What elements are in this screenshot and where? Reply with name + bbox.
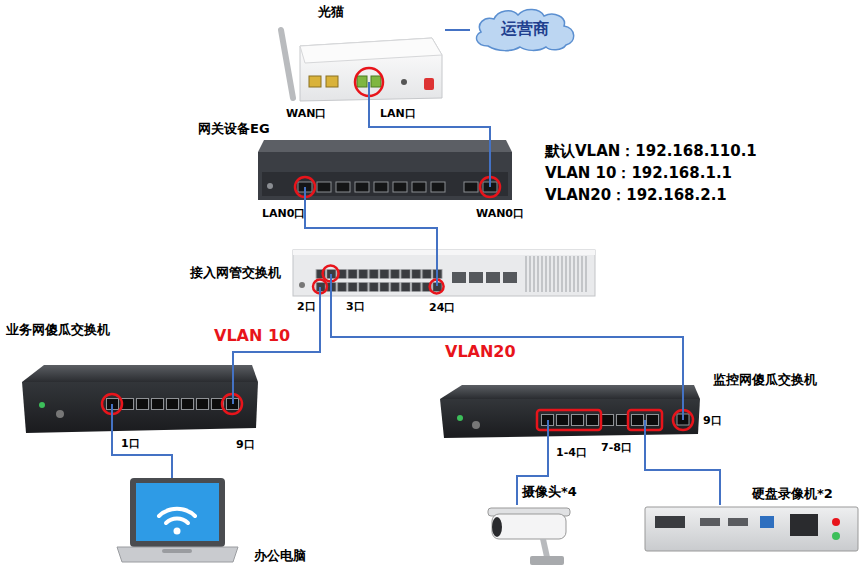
- network-cable: [369, 105, 490, 140]
- port-label: 9口: [703, 414, 722, 427]
- port-label: WAN口: [286, 107, 326, 120]
- network-cable: [645, 440, 720, 505]
- gateway-device: 网关设备EG: [258, 140, 512, 202]
- device-name: 办公电脑: [254, 548, 306, 564]
- port-label: LAN0口: [262, 207, 305, 220]
- vlan-label: VLAN20: [443, 342, 518, 361]
- device-name: 摄像头*4: [522, 484, 577, 500]
- unmanaged-switch: 业务网傻瓜交换机: [22, 365, 258, 435]
- device-name: 网关设备EG: [198, 121, 270, 137]
- vlan-info: 默认VLAN：192.168.110.1: [545, 142, 757, 160]
- port-label: 24口: [429, 301, 455, 314]
- optical-modem: 光猫: [275, 22, 445, 105]
- device-name: 接入网管交换机: [190, 265, 281, 281]
- vlan-info: VLAN20：192.168.2.1: [545, 186, 727, 204]
- port-label: 2口: [297, 300, 316, 313]
- isp-cloud: 运营商: [470, 6, 580, 52]
- device-name: 业务网傻瓜交换机: [6, 322, 110, 338]
- network-cable: [305, 202, 437, 250]
- unmanaged-switch: 监控网傻瓜交换机: [440, 385, 700, 440]
- port-label: 1-4口: [556, 446, 587, 459]
- office-laptop: 办公电脑: [115, 478, 240, 565]
- video-recorder: 硬盘录像机*2: [645, 505, 860, 553]
- port-label: WAN0口: [476, 207, 524, 220]
- device-name: 光猫: [318, 4, 344, 20]
- network-cable: [331, 298, 683, 385]
- network-cable: [112, 435, 172, 478]
- network-cable: [445, 29, 470, 31]
- device-name: 硬盘录像机*2: [752, 486, 833, 502]
- port-label: 3口: [346, 300, 365, 313]
- port-label: LAN口: [380, 107, 416, 120]
- managed-switch: 接入网管交换机: [293, 250, 595, 298]
- vlan-info: VLAN 10：192.168.1.1: [545, 164, 732, 182]
- camera: 摄像头*4: [485, 505, 577, 567]
- port-label: 7-8口: [601, 441, 632, 454]
- vlan-label: VLAN 10: [212, 326, 292, 345]
- cloud-label: 运营商: [501, 19, 549, 38]
- port-label: 1口: [121, 437, 140, 450]
- port-label: 9口: [236, 438, 255, 451]
- device-name: 监控网傻瓜交换机: [713, 372, 817, 388]
